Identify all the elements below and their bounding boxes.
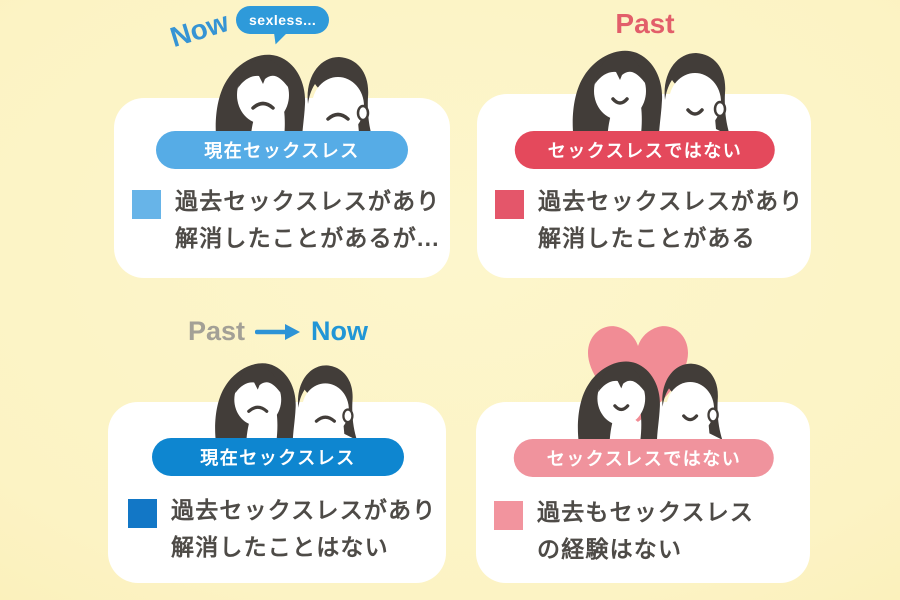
description-line: 過去セックスレスがあり [175, 188, 441, 214]
description-line: 過去もセックスレス [537, 499, 755, 525]
description-line: 解消したことがあるが... [175, 225, 440, 251]
legend-square-icon [495, 190, 524, 219]
arrow-right-icon [255, 323, 301, 340]
card-background [108, 402, 446, 583]
legend-square-icon [132, 190, 161, 219]
description-line: 過去セックスレスがあり [171, 497, 437, 523]
past-label: Past [615, 8, 675, 39]
description-line: 解消したことはない [171, 534, 389, 560]
description-block: 過去もセックスレス の経験はない [494, 494, 754, 568]
past-to-now-label: Past Now [108, 316, 448, 347]
quadrant-now-sexless: Now sexless... 現在セックスレス 過去セックスレスがあり 解消した… [112, 0, 452, 300]
status-badge: 現在セックスレス [156, 131, 408, 169]
sexless-speech-bubble: sexless... [236, 6, 330, 34]
description-block: 過去セックスレスがあり 解消したことがあるが... [132, 183, 441, 257]
status-badge: 現在セックスレス [152, 438, 404, 476]
description-line: 解消したことがある [538, 225, 756, 251]
status-badge: セックスレスではない [514, 131, 776, 169]
description-block: 過去セックスレスがあり 解消したことがある [495, 183, 804, 257]
quadrant-never-sexless: セックスレスではない 過去もセックスレス の経験はない [474, 304, 814, 600]
card-background [114, 98, 450, 278]
description-line: 過去セックスレスがあり [538, 188, 804, 214]
status-badge: セックスレスではない [513, 439, 775, 477]
past-label: Past [187, 316, 246, 346]
quadrant-past-resolved: Past セックスレスではない 過去セックスレスがあり 解消したことがある [475, 0, 815, 300]
description-line: の経験はない [537, 536, 683, 562]
speech-bubble-text: sexless... [249, 12, 317, 28]
now-label: Now [311, 316, 369, 346]
description-block: 過去セックスレスがあり 解消したことはない [128, 492, 437, 566]
legend-square-icon [494, 501, 523, 530]
legend-square-icon [128, 499, 157, 528]
quadrant-past-to-now-sexless: Past Now 現在セックスレス 過去セックスレスがあり 解消したことはない [108, 304, 448, 600]
